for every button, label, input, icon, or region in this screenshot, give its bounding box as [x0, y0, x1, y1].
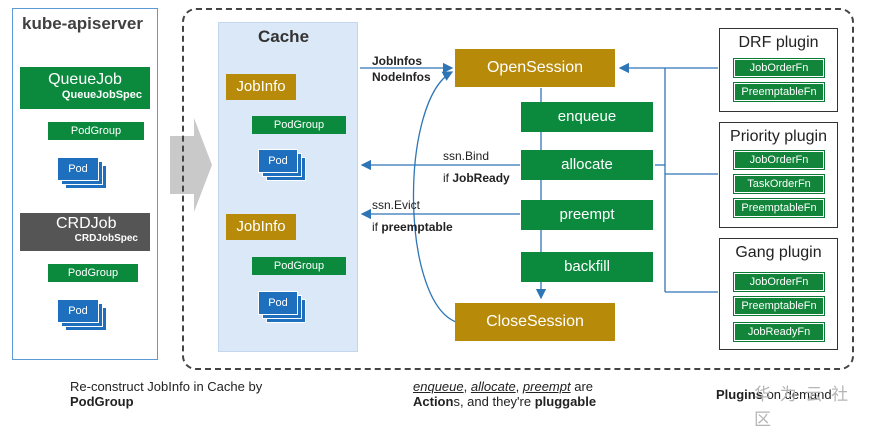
cache-pod-label-2: Pod [258, 291, 298, 315]
drf-preemptablefn: PreemptableFn [733, 82, 825, 102]
nodeinfos-label: NodeInfos [372, 70, 431, 84]
gang-jobreadyfn: JobReadyFn [733, 322, 825, 342]
watermark: 华 为 云 社 区 [754, 385, 851, 429]
priority-preemptablefn: PreemptableFn [733, 198, 825, 218]
gang-joborderfn: JobOrderFn [733, 272, 825, 292]
gang-plugin-title: Gang plugin [735, 244, 822, 261]
action-enqueue: enqueue [521, 102, 653, 132]
crdjobspec-label: CRDJobSpec [74, 233, 138, 244]
action-preempt: preempt [521, 200, 653, 230]
k8s-podgroup-2: PodGroup [48, 264, 138, 282]
cache-jobinfo-1: JobInfo [226, 74, 296, 100]
k8s-pod-label-2: Pod [57, 299, 99, 323]
ssn-bind-label: ssn.Bind [443, 149, 490, 163]
caption-middle: enqueue, allocate, preempt are Actions, … [413, 379, 597, 409]
queuejob-box: QueueJob QueueJobSpec [20, 67, 150, 109]
cache-podgroup-1: PodGroup [252, 116, 346, 134]
priority-plugin-box: Priority plugin JobOrderFn TaskOrderFn P… [719, 122, 838, 228]
gang-plugin-box: Gang plugin JobOrderFn PreemptableFn Job… [719, 238, 838, 350]
k8s-podgroup-1: PodGroup [48, 122, 144, 140]
crdjob-label: CRDJob [56, 215, 117, 232]
cache-jobinfo-2: JobInfo [226, 214, 296, 240]
drf-plugin-title: DRF plugin [738, 34, 819, 51]
priority-plugin-title: Priority plugin [730, 128, 827, 145]
cache-title: Cache [258, 27, 310, 46]
kube-apiserver-title: kube-apiserver [22, 14, 143, 33]
gang-preemptablefn: PreemptableFn [733, 296, 825, 316]
scheduler-boundary [182, 8, 854, 370]
caption-left: Re-construct JobInfo in Cache by PodGrou… [70, 379, 263, 409]
priority-taskorderfn: TaskOrderFn [733, 174, 825, 194]
bind-condition: if JobReady [443, 171, 510, 185]
cache-podgroup-2: PodGroup [252, 257, 346, 275]
close-session-box: CloseSession [455, 303, 615, 341]
caption-right: Plugins on demand [716, 387, 832, 402]
crdjob-box: CRDJob CRDJobSpec [20, 213, 150, 251]
queuejob-label: QueueJob [48, 71, 122, 88]
evict-condition: if preemptable [372, 220, 453, 234]
drf-joborderfn: JobOrderFn [733, 58, 825, 78]
cache-pod-label-1: Pod [258, 149, 298, 173]
ssn-evict-label: ssn.Evict [372, 198, 421, 212]
queuejobspec-label: QueueJobSpec [61, 89, 142, 101]
drf-plugin-box: DRF plugin JobOrderFn PreemptableFn [719, 28, 838, 112]
action-allocate: allocate [521, 150, 653, 180]
k8s-pod-label-1: Pod [57, 157, 99, 181]
jobinfos-label: JobInfos [372, 54, 422, 68]
priority-joborderfn: JobOrderFn [733, 150, 825, 170]
action-backfill: backfill [521, 252, 653, 282]
open-session-box: OpenSession [455, 49, 615, 87]
